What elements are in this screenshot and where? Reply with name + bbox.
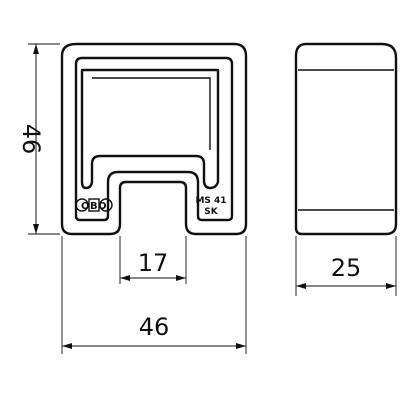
- height-arrow-bottom: [33, 224, 39, 234]
- logo-box-center: [88, 198, 100, 212]
- front-view: OBO MS 41 SK: [60, 42, 248, 236]
- marking-line-2: SK: [204, 207, 218, 217]
- logo-circle-right: [99, 198, 113, 212]
- width-arrow-right: [236, 343, 246, 349]
- dimension-height: 46: [17, 43, 60, 235]
- front-cavity-outline: [80, 68, 220, 190]
- front-chamfer-line: [92, 77, 211, 150]
- height-label: 46: [17, 124, 45, 155]
- logo-text: OBO: [81, 201, 107, 212]
- obo-logo: OBO: [75, 198, 113, 212]
- width-arrow-left: [62, 343, 72, 349]
- dimension-width: 46: [61, 236, 247, 354]
- side-view: [294, 42, 398, 236]
- logo-circle-left: [75, 198, 89, 212]
- height-arrow-top: [33, 44, 39, 54]
- opening-arrow-left: [120, 275, 130, 281]
- front-inner-outline: [74, 56, 234, 222]
- dimension-depth: 25: [295, 236, 397, 296]
- front-outer-outline: [60, 42, 248, 236]
- dimension-opening: 17: [119, 236, 187, 284]
- opening-arrow-right: [176, 275, 186, 281]
- width-label: 46: [139, 313, 170, 341]
- depth-arrow-left: [296, 283, 306, 289]
- marking-line-1: MS 41: [195, 196, 226, 206]
- opening-label: 17: [138, 249, 169, 277]
- depth-label: 25: [331, 254, 362, 282]
- side-outline: [294, 42, 398, 236]
- depth-arrow-right: [386, 283, 396, 289]
